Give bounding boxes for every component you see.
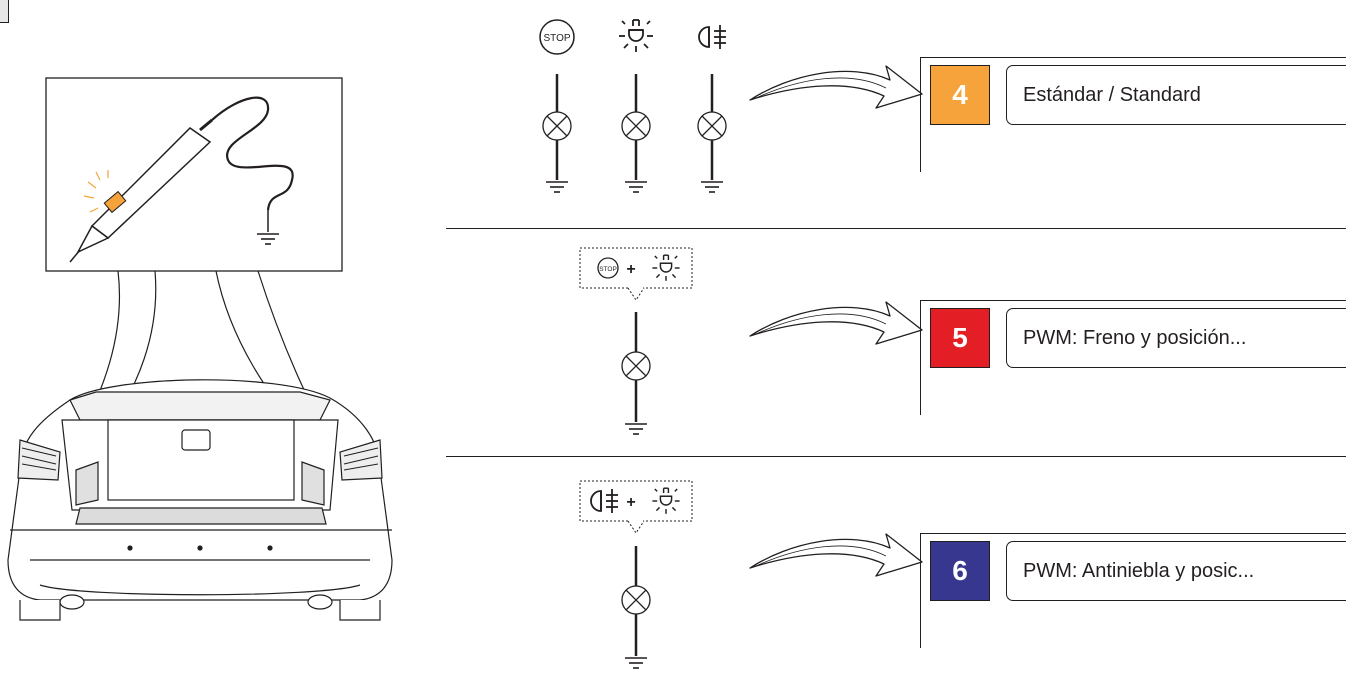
bulb-icon	[621, 585, 651, 615]
option-label: PWM: Antiniebla y posic...	[1006, 541, 1346, 601]
bulb-icon	[621, 111, 651, 141]
arrow-icon	[749, 533, 923, 577]
row-pwm-brake-circuit: STOP +	[579, 247, 923, 435]
row-separator	[446, 228, 1346, 229]
row-standard-circuit: STOP	[539, 19, 923, 193]
option-row-6[interactable]: 6 PWM: Antiniebla y posic...	[920, 533, 1346, 648]
position-lamp-icon	[618, 19, 654, 53]
corner-tab	[0, 0, 9, 23]
stop-lamp-icon: STOP	[539, 19, 575, 55]
plus-sign: +	[626, 261, 635, 278]
ground-icon	[624, 181, 648, 193]
bulb-icon	[697, 111, 727, 141]
fog-lamp-icon	[698, 24, 727, 50]
svg-text:STOP: STOP	[543, 33, 570, 44]
row-separator	[446, 456, 1346, 457]
option-row-5[interactable]: 5 PWM: Freno y posición...	[920, 300, 1346, 415]
option-number-badge: 6	[930, 541, 990, 601]
row-pwm-fog-circuit: +	[579, 480, 923, 669]
option-label: Estándar / Standard	[1006, 65, 1346, 125]
option-number-badge: 5	[930, 308, 990, 368]
probe-inset	[45, 77, 343, 471]
arrow-icon	[749, 301, 923, 345]
option-row-4[interactable]: 4 Estándar / Standard	[920, 57, 1346, 172]
ground-icon	[624, 657, 648, 669]
test-probe-icon	[69, 96, 294, 263]
stop-lamp-icon: STOP	[597, 257, 619, 279]
arrow-icon	[749, 65, 923, 109]
ground-icon	[700, 181, 724, 193]
car-rear-icon	[7, 379, 393, 621]
bulb-icon	[542, 111, 572, 141]
bulb-icon	[621, 351, 651, 381]
svg-text:STOP: STOP	[599, 266, 617, 273]
ground-icon	[624, 423, 648, 435]
option-number-badge: 4	[930, 65, 990, 125]
ground-icon	[545, 181, 569, 193]
plus-sign: +	[626, 494, 635, 511]
option-label: PWM: Freno y posición...	[1006, 308, 1346, 368]
